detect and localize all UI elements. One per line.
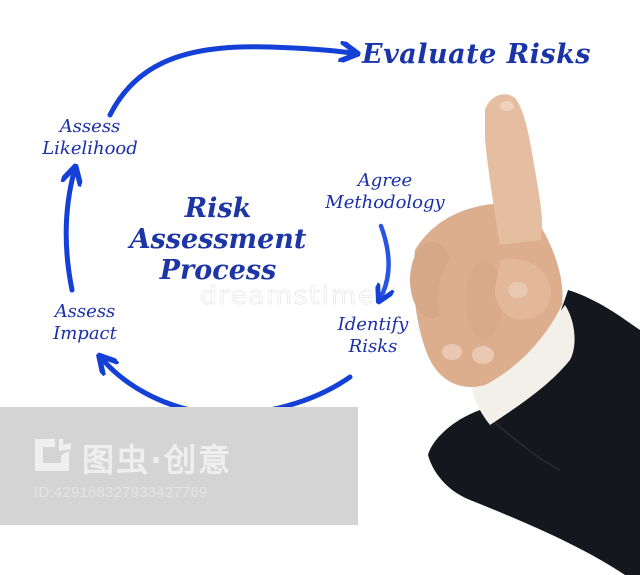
title-line3: Process — [159, 255, 277, 286]
arrow-to-assess-likelihood — [66, 172, 74, 293]
step-label-line2: Impact — [53, 323, 117, 344]
watermark-banner: 图虫·创意 ID:42916832793342776​9 — [0, 407, 358, 525]
step-label-line2: Risks — [348, 336, 398, 357]
step-agree-methodology: Agree Methodology — [306, 172, 464, 212]
step-evaluate-risks: Evaluate Risks — [362, 41, 591, 68]
step-label-line1: Agree — [357, 170, 413, 191]
step-assess-impact: Assess Impact — [30, 303, 140, 343]
step-identify-risks: Identify Risks — [318, 316, 428, 356]
step-label-line1: Identify — [337, 314, 409, 335]
tuchong-logo-icon — [35, 439, 71, 471]
step-label: Evaluate Risks — [362, 39, 591, 70]
step-label-line2: Likelihood — [42, 138, 138, 159]
watermark-brand-text: 图虫·创意 — [82, 441, 233, 479]
title-line1: Risk — [184, 193, 252, 224]
arrow-to-identify-risks — [381, 223, 389, 297]
step-label-line2: Methodology — [325, 192, 445, 213]
title-line2: Assessment — [129, 224, 307, 255]
step-label-line1: Assess — [54, 301, 116, 322]
step-assess-likelihood: Assess Likelihood — [22, 118, 158, 158]
dreamstime-watermark: dreamstime — [200, 281, 377, 312]
arrow-to-evaluate-risks — [107, 47, 352, 118]
suit-sleeve — [428, 290, 640, 575]
shirt-cuff — [470, 305, 575, 425]
diagram-title: Risk Assessment Process — [108, 193, 328, 286]
step-label-line1: Assess — [59, 116, 121, 137]
watermark-id-text: ID:42916832793342776​9 — [34, 484, 208, 501]
index-finger — [485, 94, 543, 245]
